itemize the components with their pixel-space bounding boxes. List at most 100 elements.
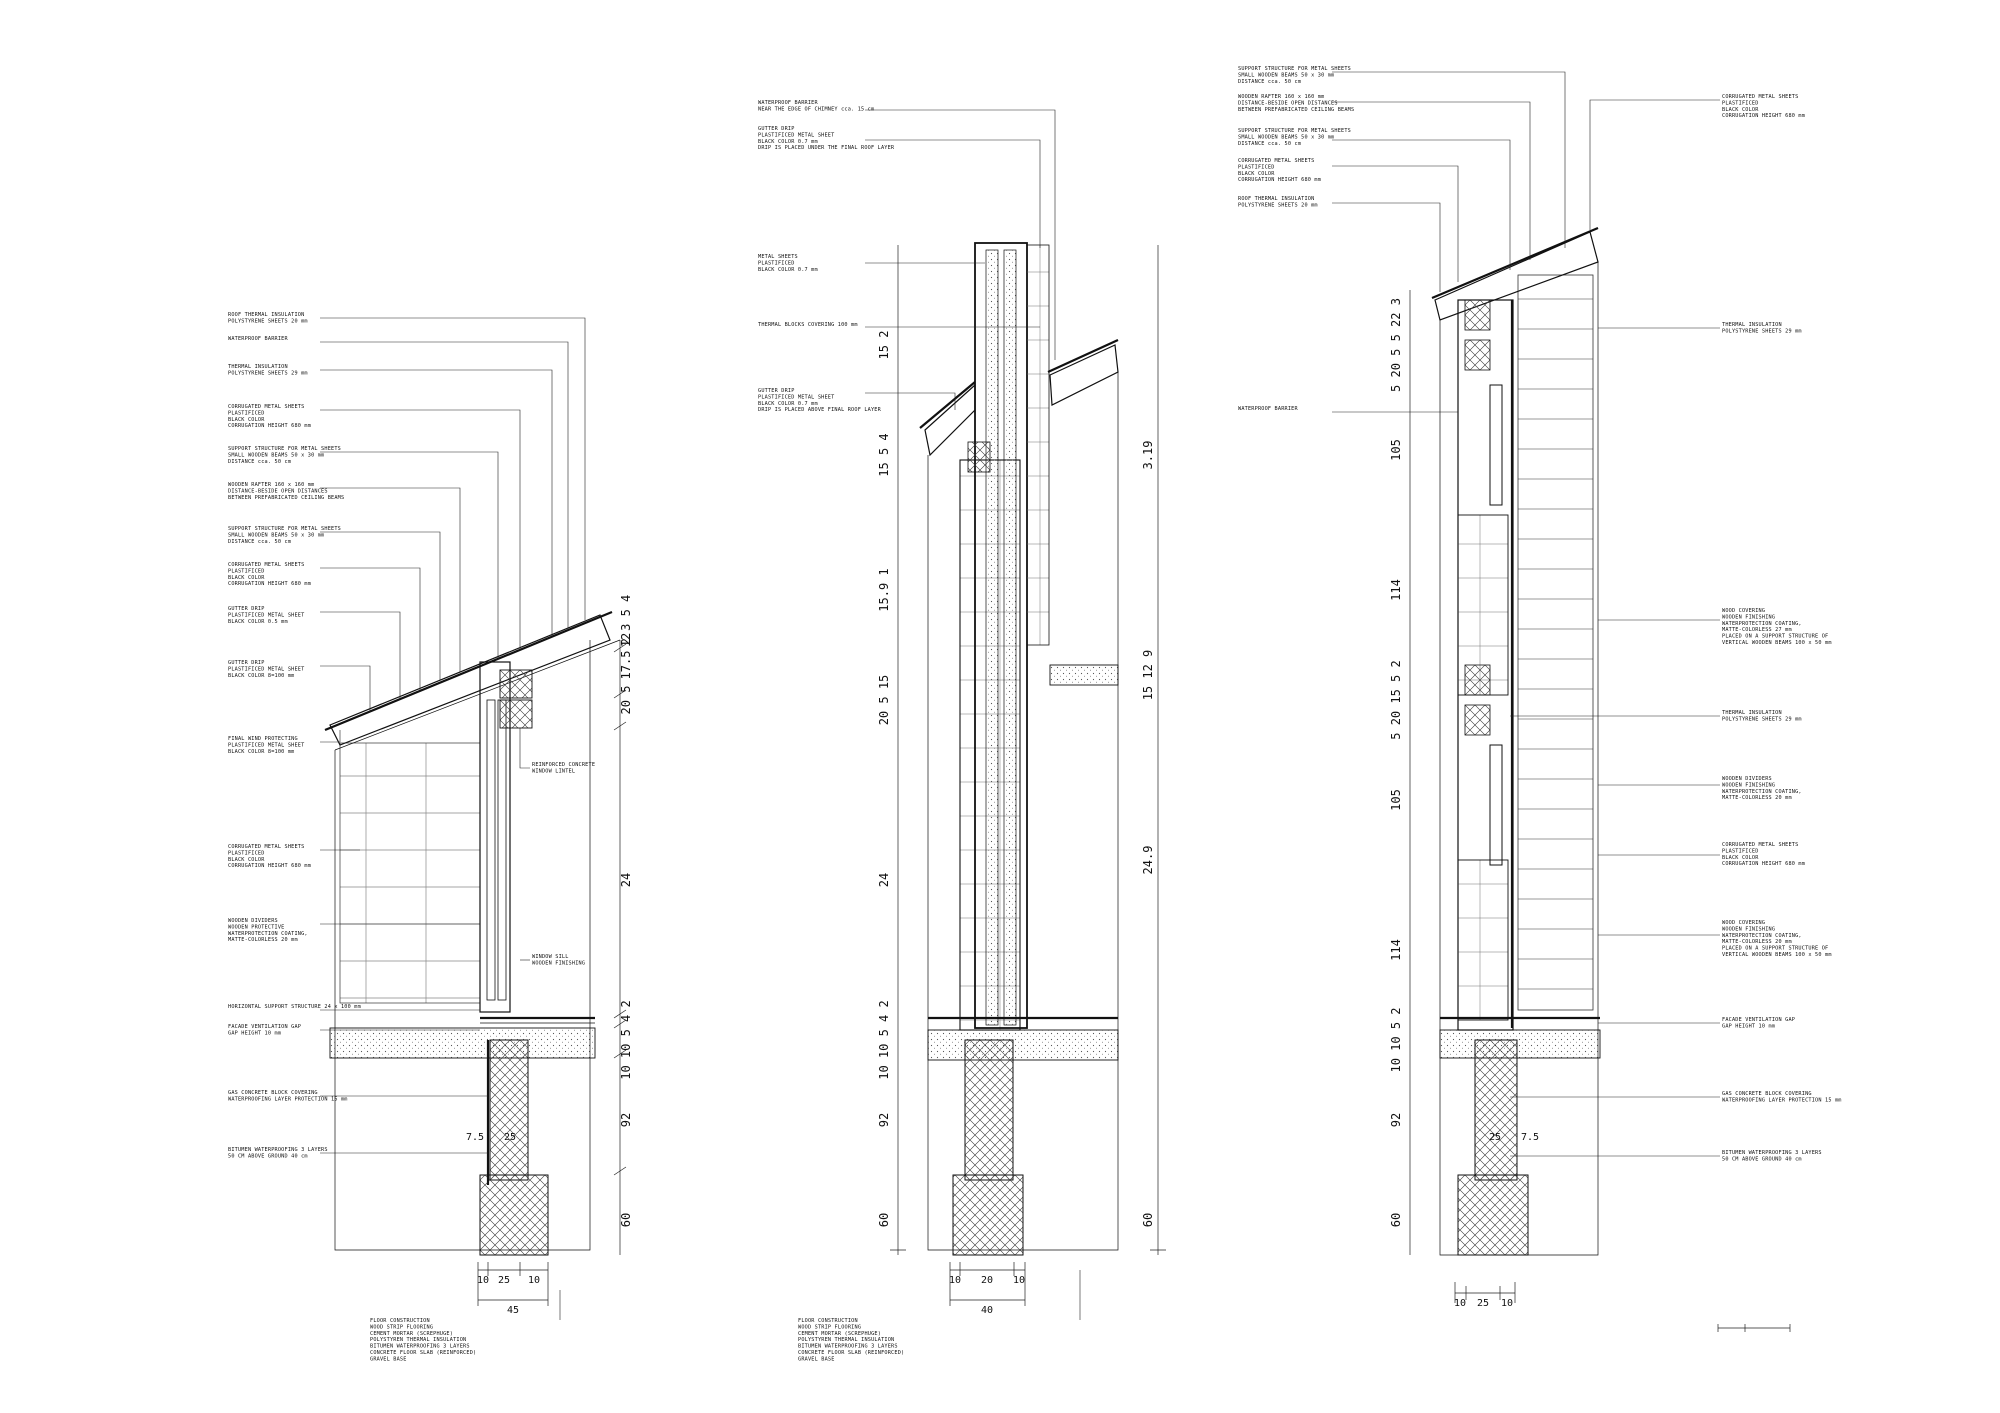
right-vertical-dim: 114 — [1389, 939, 1403, 961]
middle-vertical-dim: 20 5 15 — [877, 675, 891, 726]
left-bottom-dim: 25 — [504, 1132, 516, 1143]
left-bottom-dim: 10 — [528, 1275, 540, 1286]
middle-right-dim: 15 12 9 — [1141, 650, 1155, 701]
left-vertical-dim: 60 — [619, 1213, 633, 1227]
right-bottom-dim: 10 — [1501, 1298, 1513, 1309]
middle-bottom-dim: 10 — [1013, 1275, 1025, 1286]
left-vertical-dim: 12 — [619, 633, 633, 647]
right-vertical-dim: 114 — [1389, 579, 1403, 601]
middle-vertical-dim: 10 10 5 4 2 — [877, 1000, 891, 1079]
left-bottom-dim: 7.5 — [466, 1132, 484, 1143]
left-vertical-dim: 17.5 — [619, 651, 633, 680]
middle-annotation: THERMAL BLOCKS COVERING 100 mm — [758, 322, 858, 328]
dimension-labels: 92 10 10 5 4 2 24 20 5 17.5 60 2 3 5 412 10 25 10… — [466, 298, 1539, 1316]
middle-vertical-dim: 15 2 — [877, 331, 891, 360]
right-vertical-dim: 105 — [1389, 439, 1403, 461]
right-bottom-dim: 10 — [1454, 1298, 1466, 1309]
middle-vertical-dim: 60 — [877, 1213, 891, 1227]
middle-right-dim: 60 — [1141, 1213, 1155, 1227]
right-vertical-dim: 10 10 5 2 — [1389, 1007, 1403, 1072]
right-bottom-dim: 7.5 — [1521, 1132, 1539, 1143]
leaders-right — [1332, 71, 1720, 1157]
right-vertical-dim: 92 — [1389, 1113, 1403, 1127]
middle-vertical-dim: 15.9 1 — [877, 568, 891, 611]
middle-vertical-dim: 24 — [877, 873, 891, 887]
section-middle — [890, 242, 1166, 1320]
middle-bottom-dim: 40 — [981, 1305, 993, 1316]
left-vertical-dim: 2 3 5 4 — [619, 595, 633, 646]
left-vertical-dim: 10 10 5 4 2 — [619, 1000, 633, 1079]
middle-right-dim: 3.19 — [1141, 441, 1155, 470]
left-bottom-dim: 10 — [477, 1275, 489, 1286]
section-left — [324, 610, 627, 1320]
right-vertical-dim: 5 20 5 5 22 3 — [1389, 298, 1403, 392]
right-vertical-dim: 5 20 15 5 2 — [1389, 660, 1403, 739]
leaders-left — [320, 317, 586, 1154]
left-annotation: HORIZONTAL SUPPORT STRUCTURE 24 x 100 mm — [228, 1004, 361, 1010]
section-right — [1409, 226, 1791, 1332]
leaders-middle — [865, 109, 1056, 410]
left-vertical-dim: 24 — [619, 873, 633, 887]
left-bottom-dim: 45 — [507, 1305, 519, 1316]
left-annotation: WATERPROOF BARRIER — [228, 336, 288, 342]
right-bottom-dim: 25 — [1489, 1132, 1501, 1143]
left-vertical-dim: 20 5 — [619, 686, 633, 715]
left-bottom-dim: 25 — [498, 1275, 510, 1286]
middle-vertical-dim: 92 — [877, 1113, 891, 1127]
middle-bottom-dim: 10 — [949, 1275, 961, 1286]
middle-vertical-dim: 15 5 4 — [877, 433, 891, 476]
right-annotation: WATERPROOF BARRIER — [1238, 406, 1298, 412]
right-bottom-dim: 25 — [1477, 1298, 1489, 1309]
left-vertical-dim: 92 — [619, 1113, 633, 1127]
right-vertical-dim: 105 — [1389, 789, 1403, 811]
right-vertical-dim: 60 — [1389, 1213, 1403, 1227]
middle-bottom-dim: 20 — [981, 1275, 993, 1286]
middle-right-dim: 24.9 — [1141, 846, 1155, 875]
